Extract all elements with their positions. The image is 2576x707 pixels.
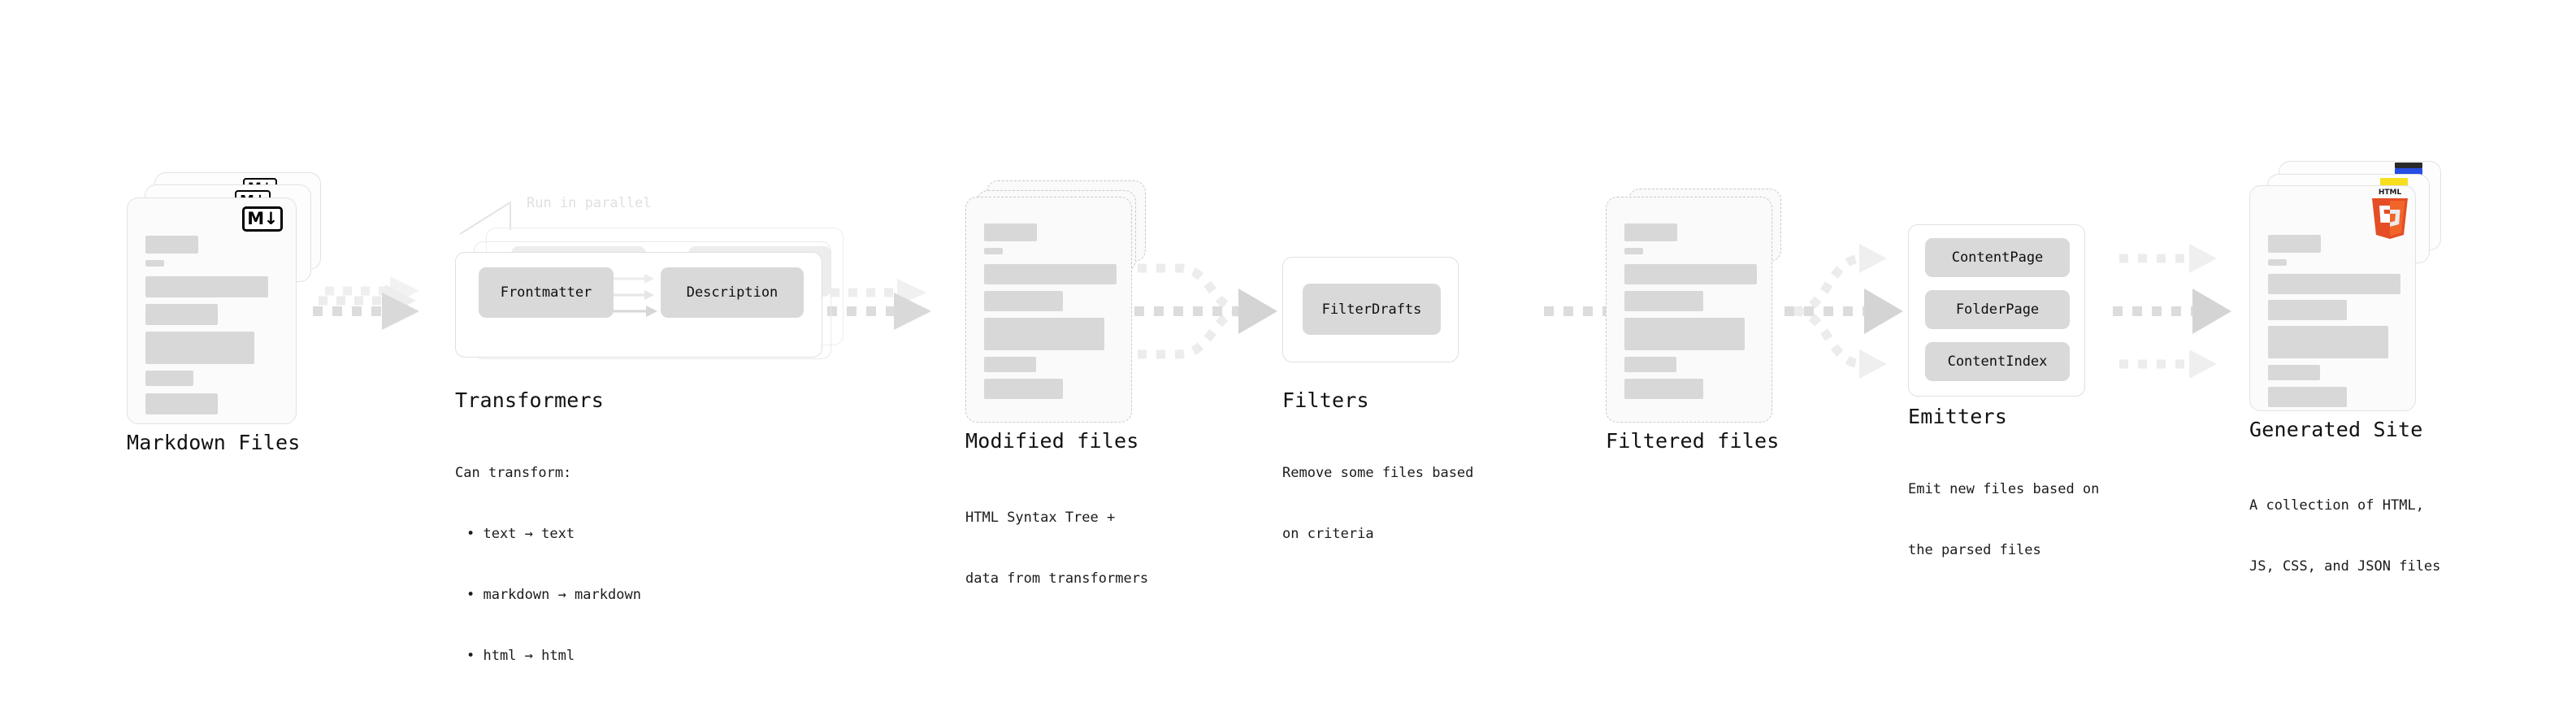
transformer-container-front: Frontmatter Description [455,252,822,358]
arrow-filtered-to-emitters [1785,244,1903,379]
css-badge-top [2395,163,2422,168]
arrow-modified-to-filters [1134,263,1277,359]
caption-line: A collection of HTML, [2249,497,2424,514]
emitters-caption: Emit new files based on the parsed files [1908,439,2099,601]
html5-badge: HTML [2372,189,2408,239]
skeleton-bar [984,223,1037,241]
parallel-leader-line [459,201,511,235]
stage-title-filters: Filters [1282,388,1369,412]
stage-title-emitters: Emitters [1908,405,2008,428]
emitter-pill-contentindex[interactable]: ContentIndex [1925,342,2070,381]
skeleton-bar [1624,248,1643,254]
skeleton-bar [984,264,1117,284]
filters-caption: Remove some files based on criteria [1282,423,1473,585]
stage-title-transformers: Transformers [455,388,605,412]
skeleton-bar [145,393,218,414]
arrow-markdown-to-transformers [313,276,419,330]
skeleton-bar [2268,300,2347,320]
transformer-pill-frontmatter[interactable]: Frontmatter [479,267,614,318]
skeleton-bar [984,379,1063,399]
skeleton-bar [984,248,1003,254]
transformer-pill-description[interactable]: Description [661,267,804,318]
filtered-card-front [1606,197,1772,423]
skeleton-bar [1624,379,1703,399]
skeleton-bar [2268,259,2287,266]
skeleton-bar [1624,357,1676,372]
emitter-pill-folderpage[interactable]: FolderPage [1925,290,2070,329]
arrow-transformers-to-modified [827,279,931,330]
modified-card-front [965,197,1132,423]
emitters-container: ContentPage FolderPage ContentIndex [1908,224,2085,397]
css-badge [2395,168,2422,176]
caption-line: JS, CSS, and JSON files [2249,558,2441,575]
html5-badge-text: HTML [2379,189,2402,197]
caption-line: HTML Syntax Tree + [965,510,1116,526]
caption-line: data from transformers [965,570,1149,587]
arrow-emitters-to-site [2113,244,2231,379]
skeleton-bar [1624,291,1703,311]
pipeline-diagram: M↓ M↓ M↓ Markdown Files Run in parallel [127,161,2441,664]
filters-container: FilterDrafts [1282,257,1459,362]
caption-head: Can transform: [455,465,572,481]
markdown-card-front [127,197,297,424]
stage-title-generated-site: Generated Site [2249,418,2423,441]
markdown-badge-front: M↓ [242,206,283,232]
skeleton-bar [145,260,164,267]
skeleton-bar [984,291,1063,311]
emitter-pill-contentpage[interactable]: ContentPage [1925,238,2070,277]
skeleton-bar [1624,264,1757,284]
transformers-caption: Can transform: • text → text • markdown … [455,423,641,707]
caption-line: Remove some files based [1282,465,1474,481]
skeleton-bar [145,304,218,325]
caption-bullet: • html → html [466,648,575,664]
skeleton-bar [2268,326,2388,358]
stage-title-markdown-files: Markdown Files [127,431,301,454]
skeleton-bar [984,357,1036,372]
skeleton-bar [2268,274,2400,294]
skeleton-bar [2268,365,2320,380]
skeleton-bar [145,332,254,364]
skeleton-bar [2268,235,2321,253]
caption-line: the parsed files [1908,542,2041,558]
skeleton-bar [145,236,198,254]
transformer-inner-arrows [614,274,657,317]
skeleton-bar [984,318,1104,350]
caption-line: on criteria [1282,526,1374,542]
caption-line: Emit new files based on [1908,481,2100,497]
generated-site-caption: A collection of HTML, JS, CSS, and JSON … [2249,455,2440,618]
stage-title-filtered-files: Filtered files [1606,429,1780,453]
modified-files-caption: HTML Syntax Tree + data from transformer… [965,467,1148,630]
run-in-parallel-label: Run in parallel [527,195,652,211]
skeleton-bar [145,276,268,297]
filter-pill-filterdrafts[interactable]: FilterDrafts [1303,284,1441,335]
stage-title-modified-files: Modified files [965,429,1139,453]
skeleton-bar [1624,318,1745,350]
caption-bullet: • markdown → markdown [466,587,641,603]
caption-bullet: • text → text [466,526,575,542]
skeleton-bar [2268,387,2347,407]
skeleton-bar [1624,223,1677,241]
skeleton-bar [145,371,193,386]
